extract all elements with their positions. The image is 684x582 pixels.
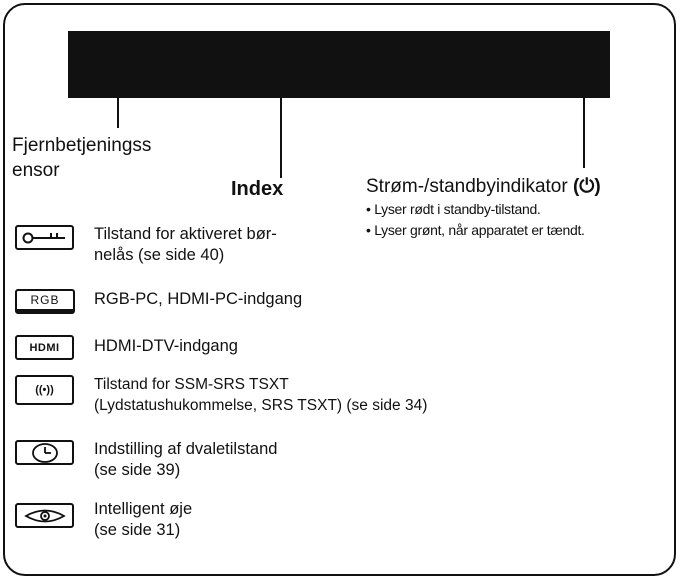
list-item-text: (Lydstatushukommelse, SRS TSXT) (se side… bbox=[94, 397, 428, 414]
list-item-intelligent-eye: Intelligent øje (se side 31) bbox=[94, 499, 192, 541]
list-item-rgb: RGB-PC, HDMI-PC-indgang bbox=[94, 289, 302, 310]
power-indicator-text: Strøm-/standbyindikator bbox=[366, 176, 568, 197]
list-item-sleep: Indstilling af dvaletilstand (se side 39… bbox=[94, 439, 277, 481]
remote-sensor-label: Fjernbetjeningss ensor bbox=[12, 133, 151, 183]
rgb-icon-text: RGB bbox=[30, 293, 60, 307]
key-lock-icon bbox=[15, 225, 74, 250]
index-leader-line bbox=[280, 98, 282, 178]
page-frame bbox=[3, 3, 676, 576]
list-item-text: HDMI-DTV-indgang bbox=[94, 337, 238, 355]
remote-sensor-label-line1: Fjernbetjeningss bbox=[12, 135, 152, 156]
list-item-lock: Tilstand for aktiveret bør- nelås (se si… bbox=[94, 224, 277, 266]
list-item-text: Tilstand for SSM-SRS TSXT bbox=[94, 376, 289, 393]
sensor-leader-line bbox=[117, 98, 119, 128]
on-note: • Lyser grønt, når apparatet er tændt. bbox=[366, 222, 585, 238]
list-item-text: RGB-PC, HDMI-PC-indgang bbox=[94, 290, 303, 308]
list-item-srs: Tilstand for SSM-SRS TSXT (Lydstatushuko… bbox=[94, 374, 427, 416]
power-indicator-label: Strøm-/standbyindikator (⏻) bbox=[366, 176, 601, 198]
list-item-text: (se side 31) bbox=[94, 521, 181, 539]
rgb-input-icon: RGB bbox=[15, 289, 75, 314]
list-item-text: nelås (se side 40) bbox=[94, 246, 225, 264]
power-icon: (⏻) bbox=[572, 176, 601, 197]
srs-sound-icon: ((•)) bbox=[15, 375, 74, 405]
srs-icon-text: ((•)) bbox=[35, 384, 54, 396]
hdmi-icon-text: HDMI bbox=[29, 341, 60, 354]
list-item-hdmi: HDMI-DTV-indgang bbox=[94, 336, 238, 357]
hdmi-input-icon: HDMI bbox=[15, 335, 74, 360]
power-leader-line bbox=[583, 98, 585, 168]
list-item-text: (se side 39) bbox=[94, 461, 181, 479]
remote-sensor-label-line2: ensor bbox=[12, 160, 60, 181]
list-item-text: Indstilling af dvaletilstand bbox=[94, 440, 278, 458]
standby-note: • Lyser rødt i standby-tilstand. bbox=[366, 201, 541, 217]
index-heading: Index bbox=[231, 178, 284, 200]
tv-front-panel bbox=[68, 31, 610, 98]
list-item-text: Tilstand for aktiveret bør- bbox=[94, 225, 277, 243]
list-item-text: Intelligent øje bbox=[94, 500, 193, 518]
power-indicator-notes: • Lyser rødt i standby-tilstand. • Lyser… bbox=[366, 199, 585, 241]
clock-icon bbox=[15, 440, 74, 465]
eye-icon bbox=[15, 503, 74, 528]
